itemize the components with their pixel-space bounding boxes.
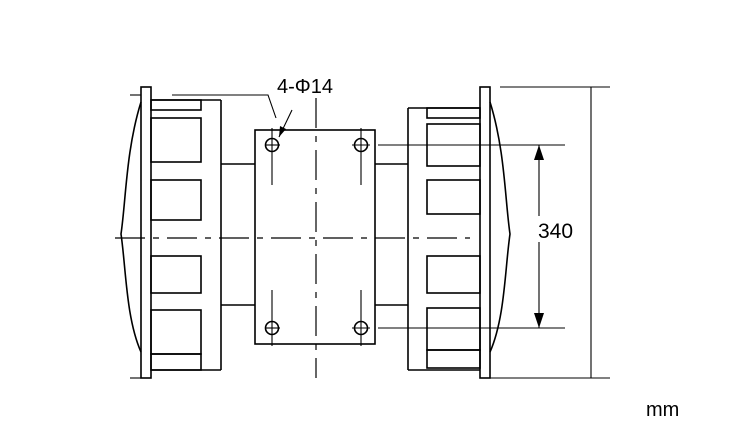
bolt-hole-bottom-left — [264, 290, 280, 346]
bolt-hole-bottom-right — [352, 290, 370, 346]
bolt-hole-top-left — [264, 128, 280, 185]
unit-label: mm — [646, 399, 679, 421]
dimension-label-background — [536, 216, 576, 242]
left-housing — [120, 86, 255, 379]
left-flange-plate — [140, 86, 152, 379]
hole-callout-leader — [172, 94, 293, 138]
mounting-block — [254, 129, 376, 345]
hole-callout-label: 4-Φ14 — [277, 76, 333, 98]
overall-height-dimension — [490, 86, 610, 379]
bolt-hole-top-right — [352, 128, 370, 185]
right-flange-plate — [479, 86, 491, 379]
hole-spacing-label: 340 — [538, 220, 573, 243]
right-housing — [375, 86, 511, 379]
